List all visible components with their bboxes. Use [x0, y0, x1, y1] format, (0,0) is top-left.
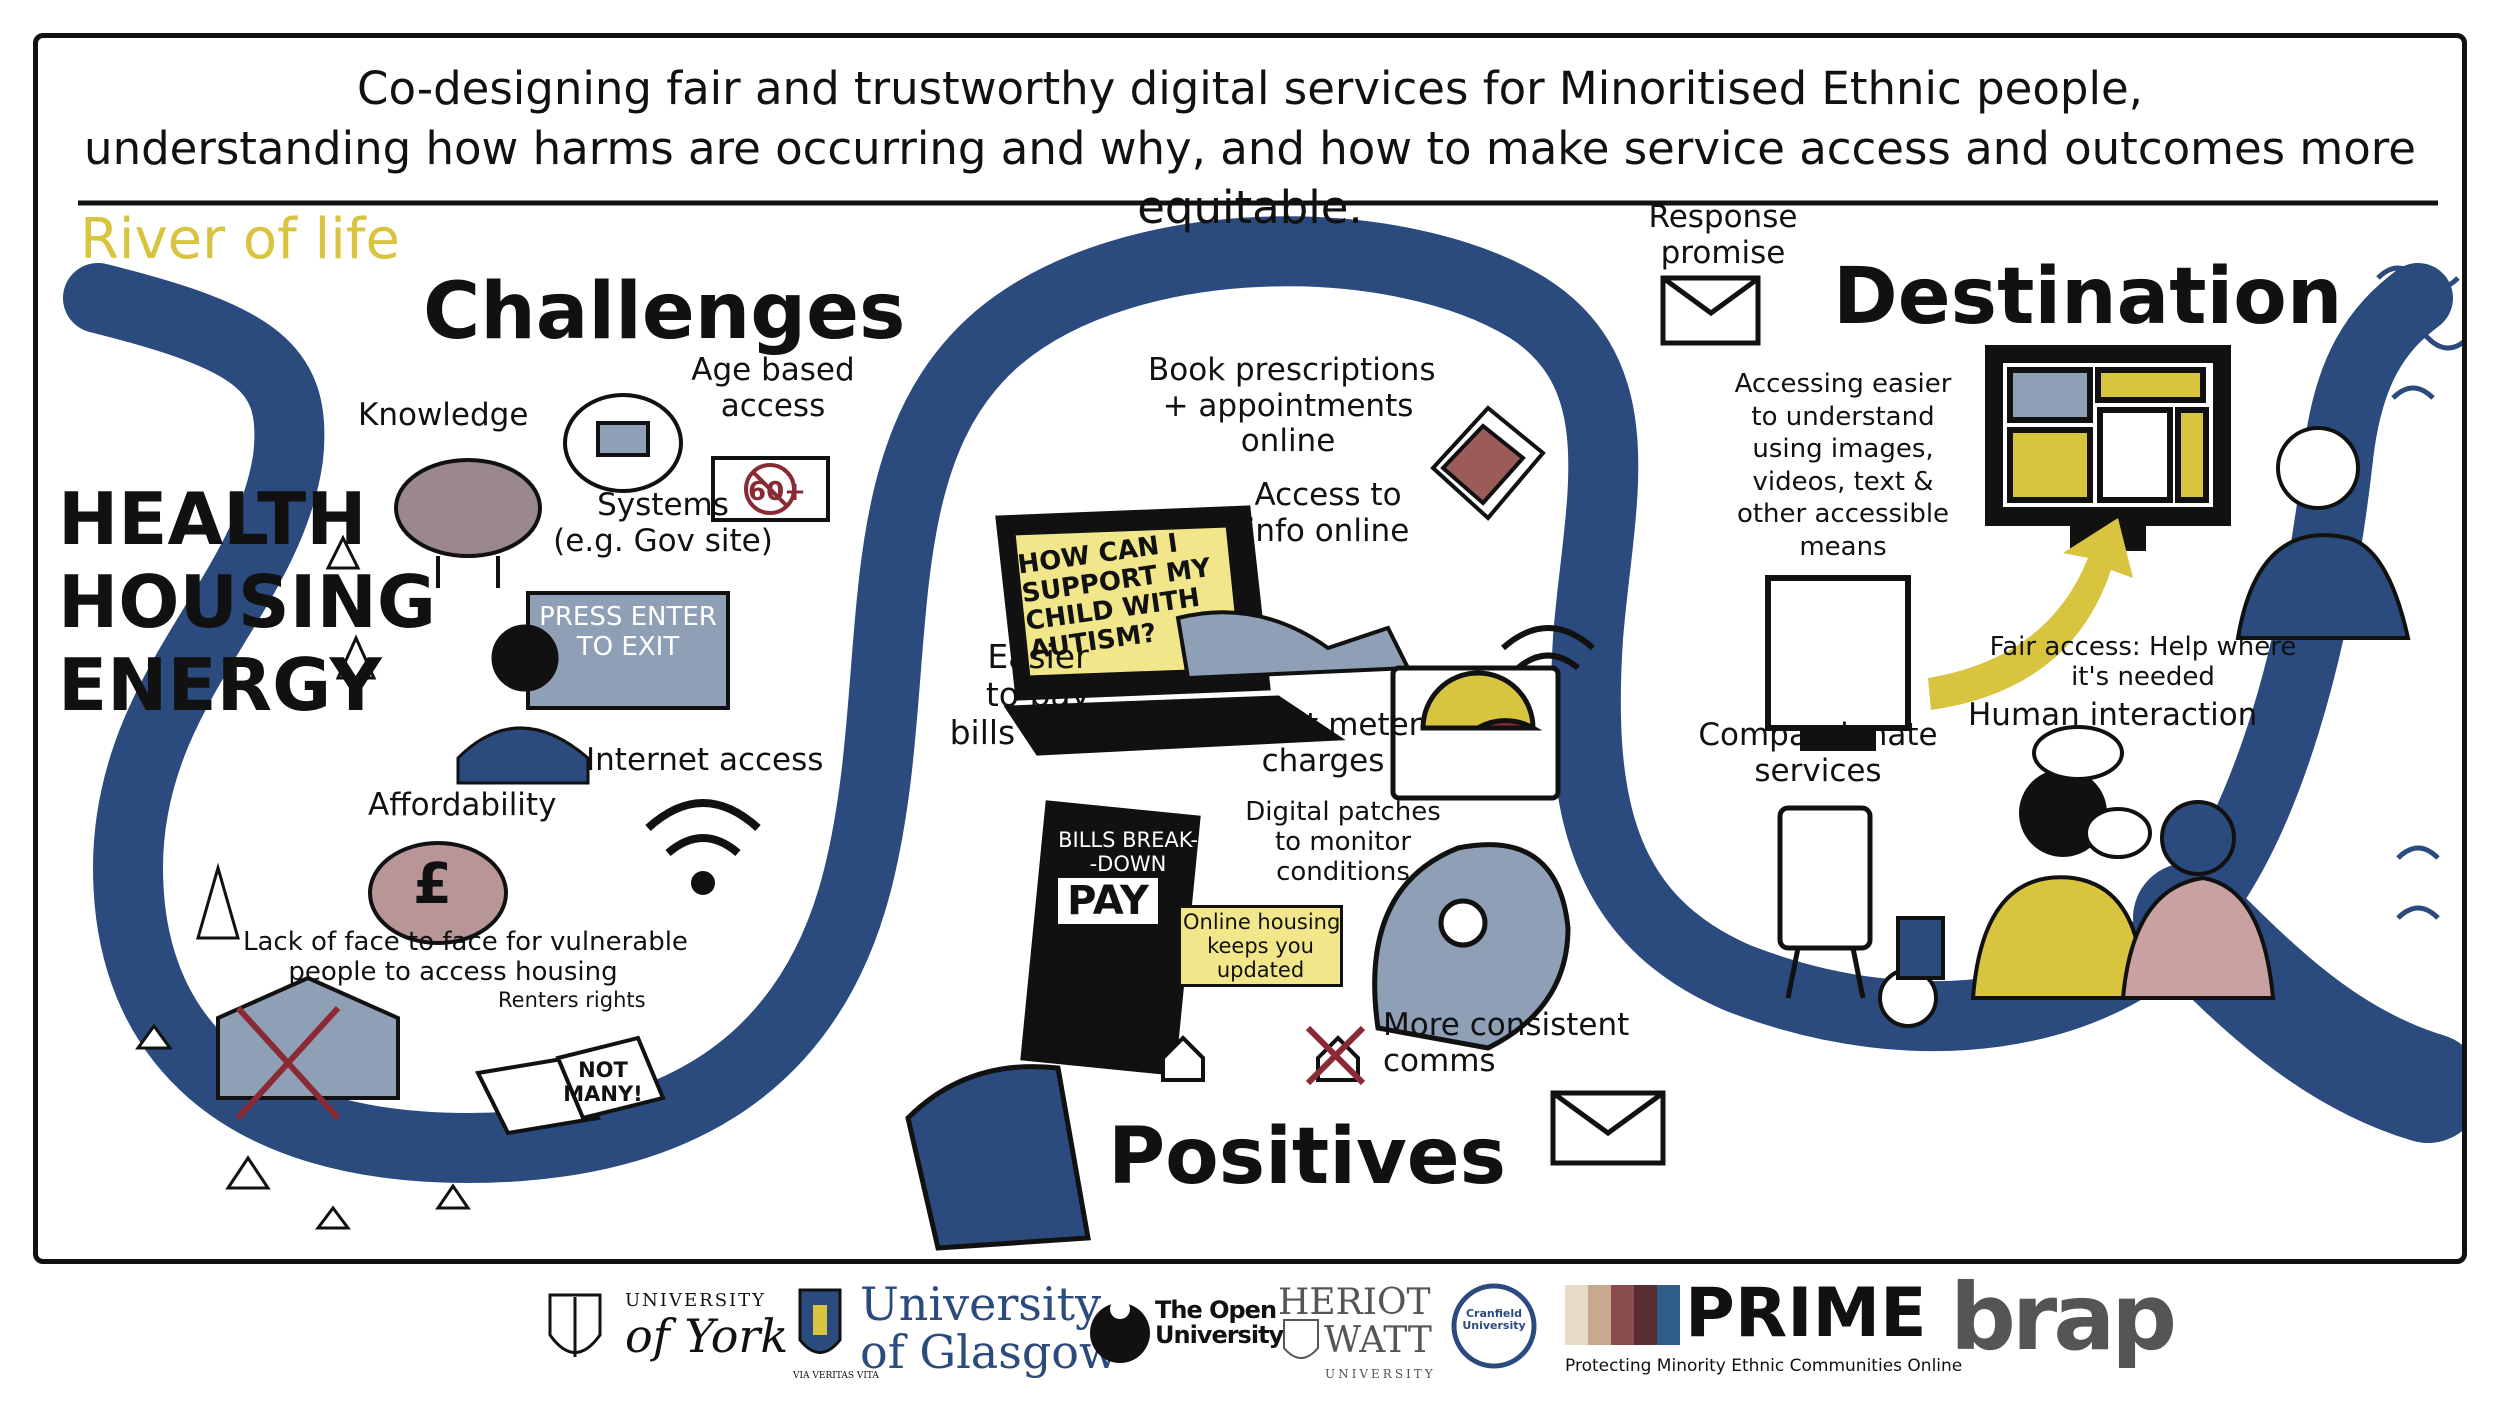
wheelchair-user	[1878, 916, 1945, 1028]
age-sign-text: 60+	[748, 477, 806, 507]
infographic-frame: Co-designing fair and trustworthy digita…	[33, 33, 2467, 1264]
river-wave-lines	[2376, 265, 2462, 920]
header-line-1: Co-designing fair and trustworthy digita…	[357, 62, 2143, 115]
glasgow-motto: VIA VERITAS VITA	[793, 1371, 879, 1381]
section-challenges: Challenges	[423, 267, 906, 357]
logo-heriot-watt-crest	[1282, 1318, 1320, 1370]
yellow-arrow	[1928, 518, 2133, 710]
section-destination: Destination	[1833, 252, 2343, 342]
theme-energy: ENERGY	[58, 642, 382, 727]
prescription-tablet	[1430, 405, 1546, 521]
age-sign	[711, 456, 830, 522]
wifi-symbol	[645, 799, 761, 895]
housing-houses	[1161, 1025, 1366, 1086]
section-positives: Positives	[1108, 1112, 1507, 1202]
glasgow-crest-icon	[798, 1288, 842, 1354]
pound-symbol: £	[413, 852, 452, 917]
label-internet-access: Internet access	[586, 742, 824, 778]
phone-bills-text: BILLS BREAK--DOWN	[1058, 828, 1198, 877]
piggy-bank	[368, 841, 508, 945]
prime-tagline: Protecting Minority Ethnic Communities O…	[1565, 1356, 1963, 1376]
thought-bubble	[563, 393, 683, 493]
cranfield-circle-icon	[1451, 1283, 1537, 1369]
header-line-2: understanding how harms are occurring an…	[84, 122, 2416, 234]
label-renters-rights: Renters rights	[498, 988, 646, 1012]
themes: HEALTH HOUSING ENERGY	[58, 478, 436, 726]
logo-cranfield	[1450, 1282, 1538, 1374]
logo-york	[540, 1285, 610, 1374]
smart-meter	[1390, 665, 1561, 801]
river-illustration	[63, 200, 2462, 1251]
label-systems: Systems(e.g. Gov site)	[553, 487, 773, 559]
river-rocks	[135, 534, 471, 1230]
envelope	[1550, 275, 1761, 1166]
patch-arm	[1372, 842, 1571, 1051]
theme-housing: HOUSING	[58, 559, 436, 644]
york-name-text: of York	[625, 1309, 789, 1363]
text-monitor	[1765, 575, 1911, 751]
label-human-interaction: Human interaction	[1968, 697, 2258, 733]
meter-wifi	[1501, 625, 1595, 671]
large-monitor	[1985, 345, 2231, 551]
phone-hand	[905, 800, 1201, 1251]
logo-open-university	[1085, 1295, 1155, 1369]
prime-text: PRIME	[1685, 1274, 1927, 1353]
label-affordability: Affordability	[368, 787, 557, 823]
helper-people	[1970, 769, 2276, 1000]
speech-bubbles	[2032, 725, 2152, 859]
partner-logos: UNIVERSITY of York VIA VERITAS VITA Univ…	[0, 1264, 2500, 1406]
housing-scene	[216, 975, 666, 1136]
logo-prime-bars	[1565, 1285, 1680, 1349]
pay-button-text: PAY	[1058, 878, 1158, 924]
brain-cloud	[394, 458, 542, 588]
york-university-text: UNIVERSITY	[625, 1290, 767, 1311]
stressed-person	[456, 624, 590, 785]
heriot-watt-crest-icon	[1283, 1319, 1319, 1359]
brap-logo-text: brap	[1950, 1264, 2177, 1371]
open-university-mark-icon	[1090, 1299, 1150, 1363]
helping-hand	[1175, 610, 1412, 681]
prime-color-bars-icon	[1565, 1285, 1680, 1345]
heriot-watt-text: HERIOT WATT	[1278, 1282, 1432, 1361]
york-crest-icon	[548, 1293, 602, 1357]
logo-glasgow-crest	[795, 1285, 845, 1374]
label-knowledge: Knowledge	[358, 397, 529, 433]
compassionate-screen	[1777, 805, 1873, 999]
theme-health: HEALTH	[58, 477, 367, 561]
river-label: River of life	[80, 207, 400, 272]
destination-person	[2235, 426, 2411, 640]
heriot-watt-university: UNIVERSITY	[1325, 1367, 1436, 1381]
